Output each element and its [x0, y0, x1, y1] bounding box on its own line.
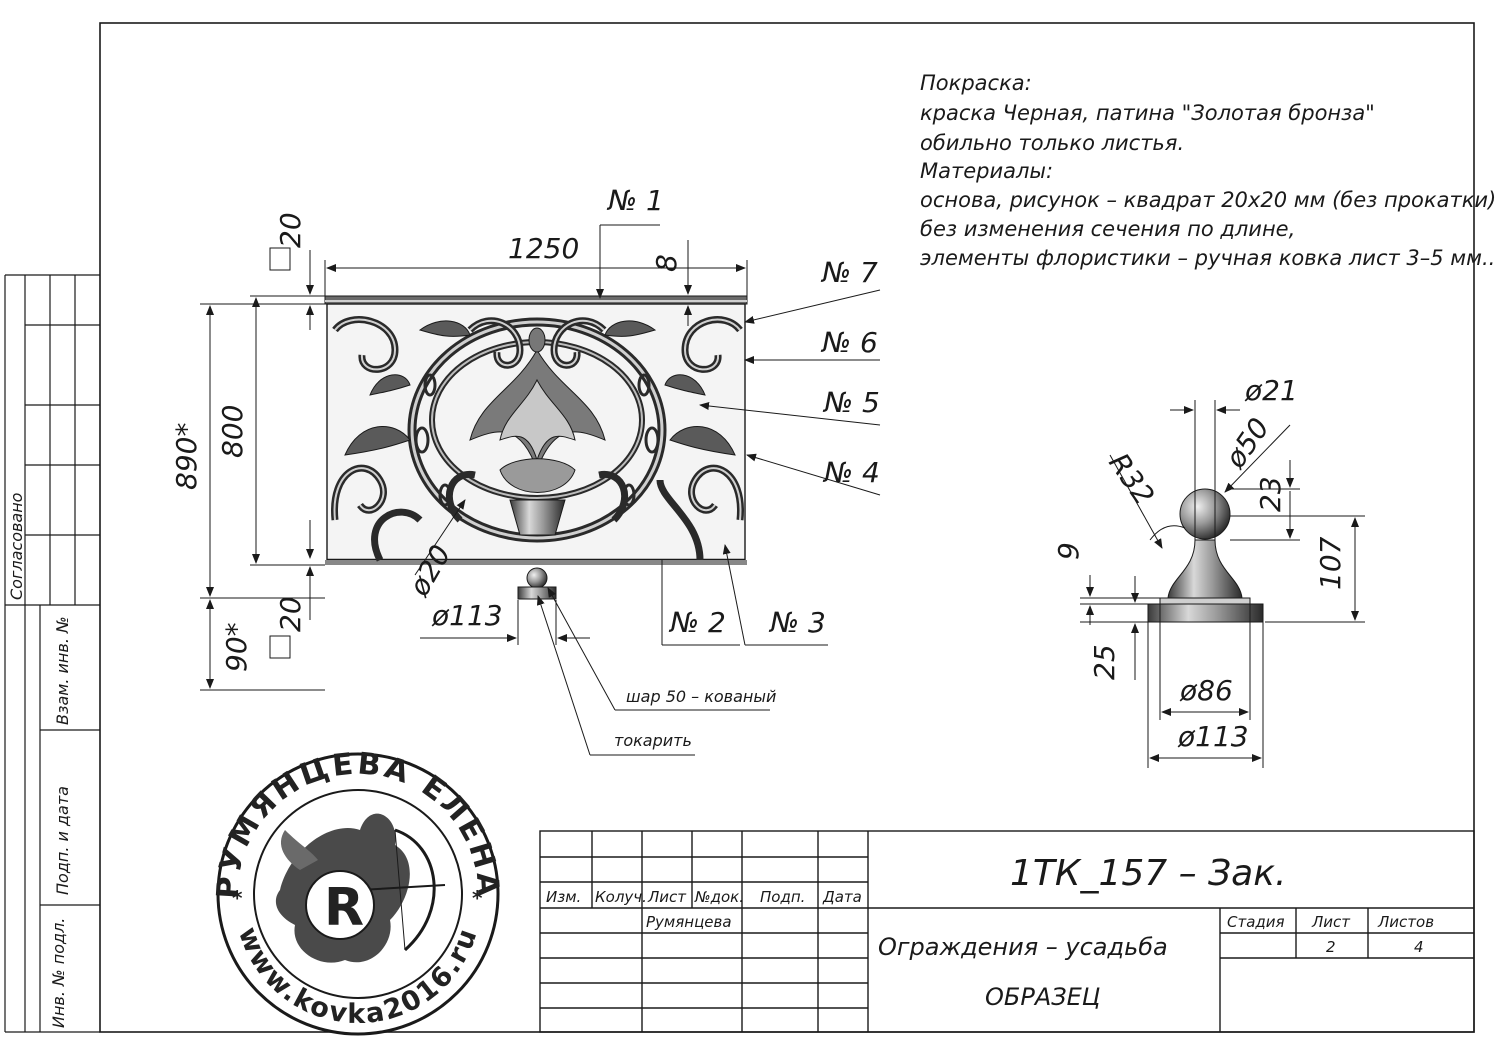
dim-d50: ø50	[1218, 412, 1276, 475]
side-agreed-label: Согласовано	[7, 492, 26, 600]
dim-20-bottom: 20	[274, 596, 307, 632]
callout-n7: № 7	[820, 256, 878, 289]
dim-width: 1250	[508, 232, 579, 265]
side-podp-label: Подп. и дата	[53, 786, 72, 895]
dim-d113-finial: ø113	[1177, 720, 1249, 753]
dim-d21: ø21	[1244, 374, 1298, 407]
callout-n6: № 6	[820, 326, 878, 359]
callout-n2: № 2	[668, 606, 726, 639]
col-podp: Подп.	[760, 888, 805, 906]
object-name: Ограждения – усадьба	[878, 933, 1168, 961]
dim-d86: ø86	[1179, 674, 1233, 707]
callout-n1: № 1	[606, 184, 664, 217]
col-koluch: Колуч.	[595, 888, 647, 906]
title-block-text: 1ТК_157 – Зак. Изм. Колуч. Лист №док. По…	[546, 853, 1434, 1011]
title-block	[539, 830, 1475, 1033]
note-line-6: без изменения сечения по длине,	[920, 217, 1295, 241]
notes-block: Покраска: краска Черная, патина "Золотая…	[920, 71, 1496, 270]
railing-dimensions	[200, 224, 881, 756]
logo-circle	[305, 870, 375, 940]
note-line-2: краска Черная, патина "Золотая бронза"	[920, 101, 1375, 125]
header-stage: Стадия	[1227, 913, 1285, 931]
company-stamp: РУМЯНЦЕВА ЕЛЕНА www.kovka2016.ru * * R	[211, 746, 503, 1036]
dim-25: 25	[1088, 644, 1121, 680]
col-data: Дата	[822, 888, 862, 906]
dim-23: 23	[1254, 476, 1287, 512]
value-sheet: 2	[1326, 938, 1336, 956]
header-sheet: Лист	[1311, 913, 1351, 931]
author-name: Румянцева	[646, 913, 732, 931]
note-line-5: основа, рисунок – квадрат 20х20 мм (без …	[920, 188, 1496, 212]
header-sheets: Листов	[1377, 913, 1434, 931]
dim-890: 890*	[170, 423, 203, 490]
side-stamp	[4, 274, 100, 1033]
dim-800: 800	[216, 405, 249, 458]
side-vzam-label: Взам. инв. №	[53, 616, 72, 725]
finial-dimensions	[1080, 400, 1365, 768]
note-line-4: Материалы:	[920, 159, 1053, 183]
leader-turn-label: токарить	[614, 731, 692, 750]
value-sheets: 4	[1414, 938, 1424, 956]
callout-n5: № 5	[822, 386, 880, 419]
drawing-code: 1ТК_157 – Зак.	[1010, 853, 1286, 894]
bow-icon	[394, 828, 436, 952]
side-inv-label: Инв. № подл.	[49, 918, 68, 1028]
dim-90: 90*	[220, 622, 253, 672]
note-line-1: Покраска:	[920, 71, 1032, 95]
dim-d113: ø113	[431, 599, 503, 632]
railing-panel	[324, 295, 748, 600]
note-line-7: элементы флористики – ручная ковка лист …	[920, 246, 1495, 270]
dim-8: 8	[650, 254, 683, 272]
callout-n3: № 3	[768, 606, 826, 639]
callout-n4: № 4	[822, 456, 880, 489]
note-line-3: обильно только листья.	[920, 131, 1184, 155]
object-sample: ОБРАЗЕЦ	[985, 983, 1100, 1011]
leader-ball-label: шар 50 – кованый	[626, 687, 776, 706]
stamp-star-left: *	[232, 886, 243, 910]
railing-dimension-labels: 1250 890* 800 20 20 90* 8 ø20 ø113 № 1 №…	[170, 184, 880, 750]
dim-107: 107	[1314, 536, 1347, 590]
logo-letter: R	[324, 878, 364, 938]
col-izm: Изм.	[546, 888, 581, 906]
stamp-star-right: *	[472, 886, 483, 910]
dim-9: 9	[1052, 542, 1085, 560]
col-list: Лист	[647, 888, 687, 906]
dim-20-top: 20	[274, 212, 307, 248]
finial-detail	[1147, 488, 1264, 623]
col-ndok: №док.	[694, 888, 744, 906]
